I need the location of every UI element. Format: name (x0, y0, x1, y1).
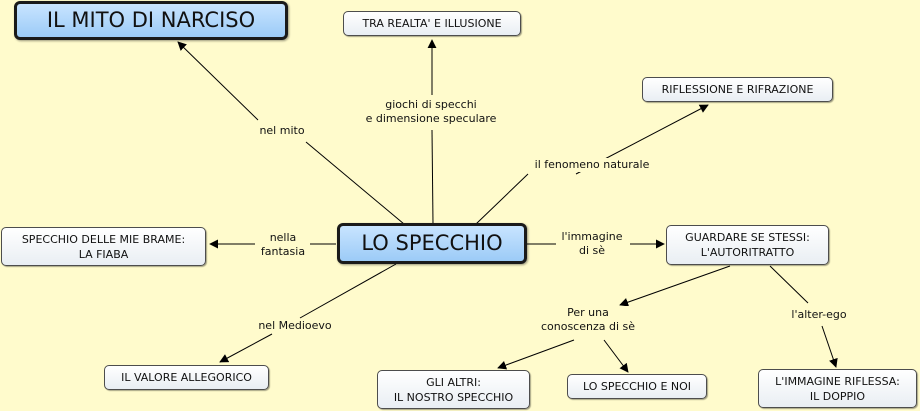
label-il-fenomeno-naturale: il fenomeno naturale (532, 158, 652, 172)
node-tra-realta-e-illusione[interactable]: TRA REALTA' E ILLUSIONE (343, 11, 521, 36)
node-immagine-riflessa[interactable]: L'IMMAGINE RIFLESSA: IL DOPPIO (758, 369, 917, 408)
label-nel-medioevo: nel Medioevo (256, 319, 334, 333)
label-giochi-di-specchi: giochi di specchi e dimensione speculare (363, 98, 499, 126)
edge-medioevo-segment (299, 263, 397, 319)
node-lo-specchio[interactable]: LO SPECCHIO (337, 223, 527, 264)
label-nella-fantasia: nella fantasia (258, 231, 308, 259)
edge-giochi-segment (431, 129, 434, 225)
edge-conoscenza-to-altri (497, 339, 575, 370)
node-guardare-se-stessi[interactable]: GUARDARE SE STESSI: L'AUTORITRATTO (666, 225, 829, 265)
edge-alterego-segment (769, 265, 809, 304)
edge-conoscenza-to-noi (603, 339, 629, 373)
label-per-una-conoscenza-di-se: Per una conoscenza di sè (538, 306, 638, 334)
node-lo-specchio-e-noi[interactable]: LO SPECCHIO E NOI (567, 374, 707, 399)
edge-mito-segment (305, 141, 405, 225)
node-il-mito-di-narciso[interactable]: IL MITO DI NARCISO (14, 1, 288, 40)
edge-alterego-arrow (821, 325, 838, 368)
node-riflessione-e-rifrazione[interactable]: RIFLESSIONE E RIFRAZIONE (642, 77, 833, 102)
node-gli-altri[interactable]: GLI ALTRI: IL NOSTRO SPECCHIO (377, 370, 530, 409)
edge-medioevo-arrow (219, 333, 273, 363)
edge-mito-arrow (177, 41, 259, 121)
node-specchio-delle-mie-brame[interactable]: SPECCHIO DELLE MIE BRAME: LA FIABA (1, 227, 206, 266)
label-immagine-di-se: l'immagine di sè (559, 230, 625, 258)
edge-fenomeno-segment (475, 173, 529, 225)
node-il-valore-allegorico[interactable]: IL VALORE ALLEGORICO (104, 365, 269, 390)
edge-conoscenza-arrow-up (619, 265, 731, 307)
label-alter-ego: l'alter-ego (789, 308, 849, 322)
label-nel-mito: nel mito (257, 124, 307, 138)
